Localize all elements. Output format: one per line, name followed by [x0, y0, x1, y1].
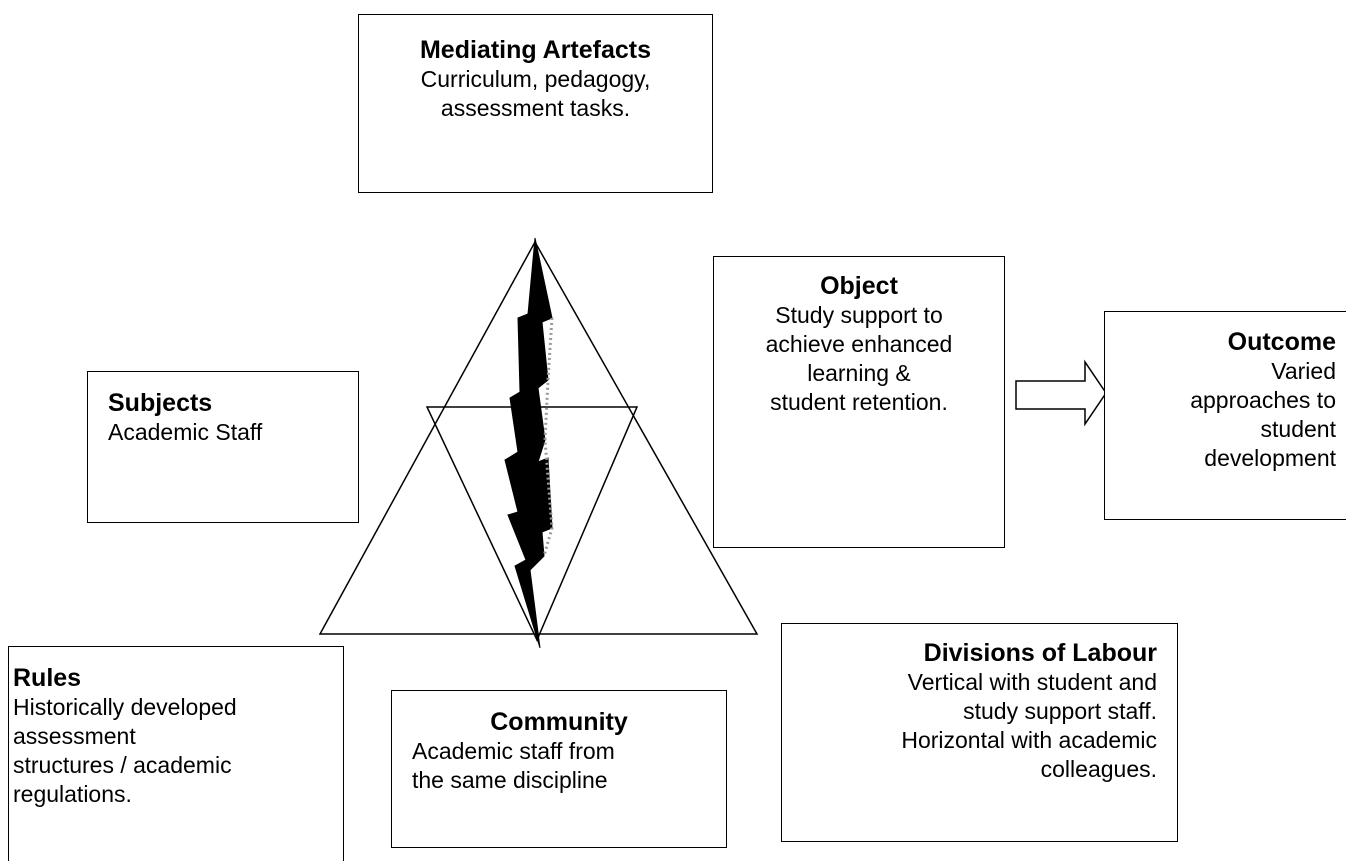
community-line-1: Academic staff from — [412, 738, 615, 764]
object-box: Object Study support to achieve enhanced… — [713, 256, 1005, 548]
object-line-2: achieve enhanced — [765, 331, 953, 357]
rules-line-2: assessment — [13, 723, 136, 749]
subjects-box: Subjects Academic Staff — [87, 371, 359, 523]
bolt-edge-shading — [542, 317, 554, 557]
rules-title: Rules — [13, 664, 82, 692]
divisions-of-labour-line-1: Vertical with student and — [907, 669, 1157, 695]
rules-line-4: regulations. — [13, 781, 132, 807]
outcome-line-1: Varied — [1271, 358, 1336, 384]
object-line-1: Study support to — [775, 302, 943, 328]
mediating-artefacts-line-2: assessment tasks. — [440, 95, 631, 121]
mediating-artefacts-box: Mediating Artefacts Curriculum, pedagogy… — [358, 14, 713, 193]
subjects-title: Subjects — [108, 389, 213, 417]
divisions-of-labour-box: Divisions of Labour Vertical with studen… — [781, 623, 1178, 842]
subjects-line-1: Academic Staff — [108, 419, 263, 445]
object-title: Object — [820, 272, 898, 300]
contradiction-lightning-bolt — [504, 237, 553, 649]
divisions-of-labour-title: Divisions of Labour — [923, 639, 1157, 667]
object-line-4: student retention. — [770, 389, 948, 415]
mediating-artefacts-line-1: Curriculum, pedagogy, — [420, 66, 651, 92]
community-line-2: the same discipline — [412, 767, 608, 793]
outcome-arrow — [1015, 359, 1107, 427]
divisions-of-labour-line-2: study support staff. — [963, 698, 1157, 724]
outcome-title: Outcome — [1227, 328, 1336, 356]
mediating-artefacts-title: Mediating Artefacts — [419, 36, 652, 64]
divisions-of-labour-line-4: colleagues. — [1040, 756, 1157, 782]
outcome-line-3: student — [1260, 416, 1336, 442]
outcome-line-4: development — [1204, 445, 1336, 471]
community-title: Community — [490, 708, 628, 736]
rules-line-3: structures / academic — [13, 752, 232, 778]
outcome-line-2: approaches to — [1190, 387, 1336, 413]
object-line-3: learning & — [807, 360, 911, 386]
rules-box: Rules Historically developed assessment … — [8, 646, 344, 861]
community-box: Community Academic staff from the same d… — [391, 690, 727, 848]
divisions-of-labour-line-3: Horizontal with academic — [901, 727, 1157, 753]
rules-line-1: Historically developed — [13, 694, 237, 720]
outcome-box: Outcome Varied approaches to student dev… — [1104, 311, 1346, 520]
